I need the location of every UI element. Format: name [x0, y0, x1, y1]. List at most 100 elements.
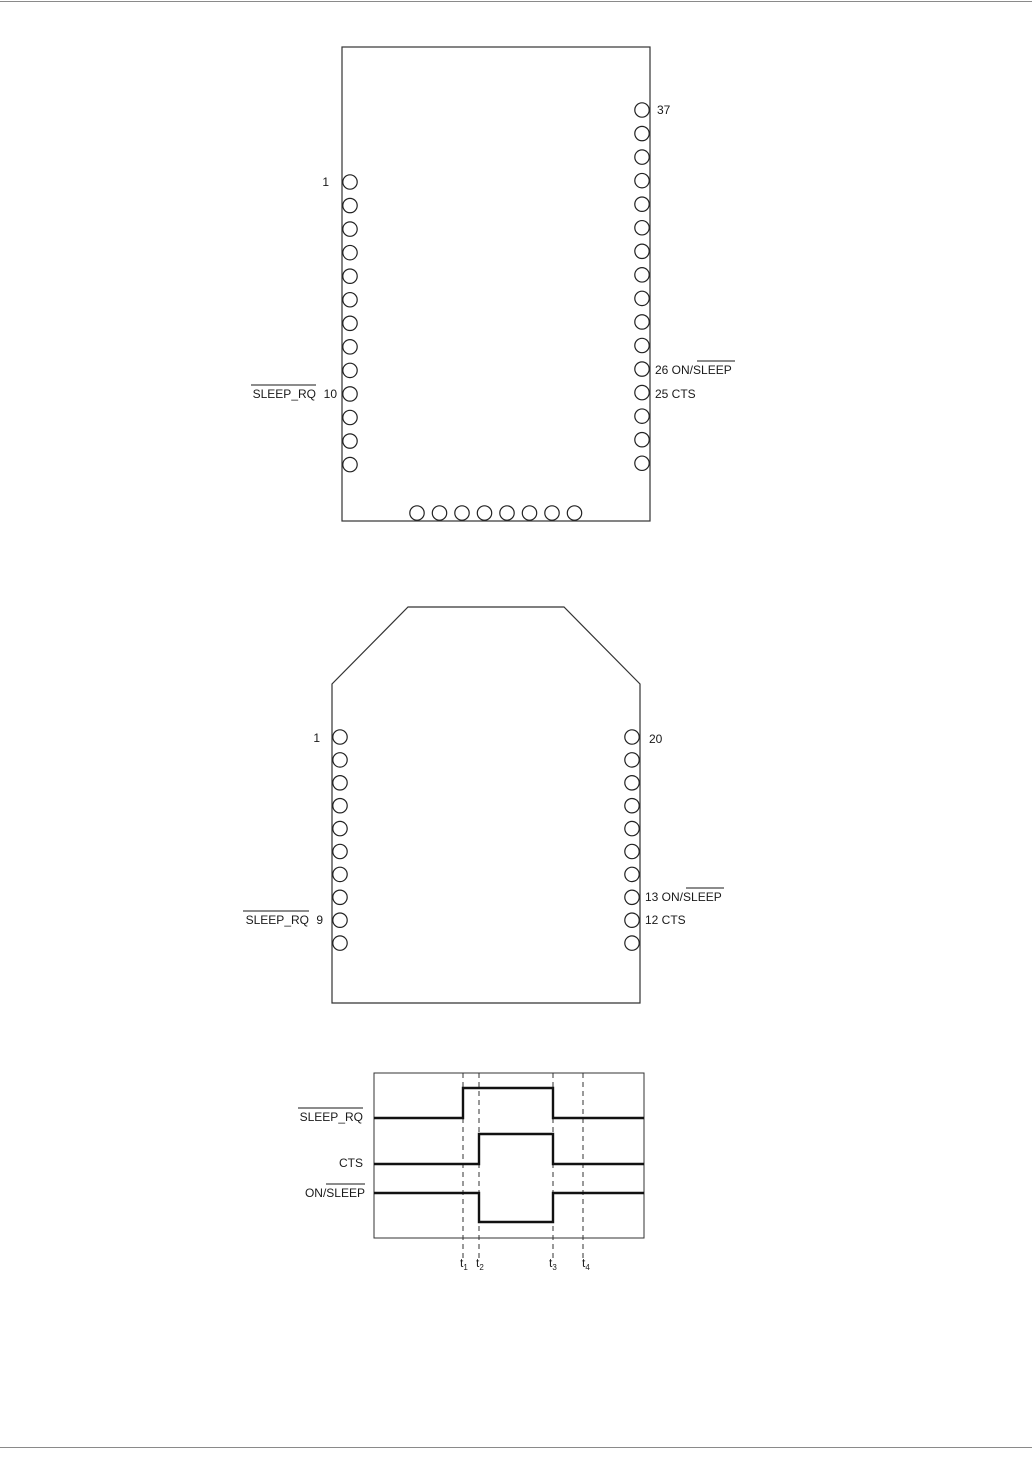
- large-right-pad-4: [635, 173, 649, 187]
- large-left-pad-12: [343, 434, 357, 448]
- large-pin-10-signal: SLEEP_RQ: [253, 387, 316, 401]
- large-right-pad-6: [635, 221, 649, 235]
- large-left-pad-5: [343, 269, 357, 283]
- large-bottom-pad-3: [455, 506, 469, 520]
- module-small: 1 20 9 SLEEP_RQ 13 ON/SLEEP 12 CTS: [243, 607, 724, 1003]
- timing-diagram: SLEEP_RQ CTS ON/SLEEP t1 t2 t3 t4: [298, 1073, 644, 1272]
- large-right-pad-8: [635, 268, 649, 282]
- large-pin-1-label: 1: [322, 175, 329, 189]
- on-sleep-waveform: [374, 1193, 644, 1222]
- small-pin-1-label: 1: [313, 731, 320, 745]
- large-left-pad-7: [343, 316, 357, 330]
- large-right-pad-5: [635, 197, 649, 211]
- small-left-pad-1: [333, 730, 347, 744]
- t1-label: t1: [460, 1256, 468, 1272]
- large-left-pad-1: [343, 175, 357, 189]
- cts-waveform: [374, 1134, 644, 1164]
- module-large-left-pins: [343, 175, 357, 472]
- small-left-pad-9: [333, 913, 347, 927]
- large-right-pad-10: [635, 315, 649, 329]
- large-right-pad-9: [635, 291, 649, 305]
- small-right-pad-8: [625, 890, 639, 904]
- small-pin-12-label: 12 CTS: [645, 913, 686, 927]
- large-pin-26-signal: SLEEP: [693, 363, 732, 377]
- large-bottom-pad-8: [567, 506, 581, 520]
- small-right-pad-3: [625, 776, 639, 790]
- large-bottom-pad-1: [410, 506, 424, 520]
- small-right-pad-1: [625, 730, 639, 744]
- small-left-pad-8: [333, 890, 347, 904]
- large-left-pad-8: [343, 340, 357, 354]
- signal-on-sleep-prefix: ON/: [305, 1186, 327, 1200]
- timing-frame: [374, 1073, 644, 1238]
- module-small-right-pins: [625, 730, 639, 951]
- module-small-left-pins: [333, 730, 347, 951]
- large-left-pad-11: [343, 410, 357, 424]
- large-left-pad-9: [343, 363, 357, 377]
- large-right-pad-16: [635, 456, 649, 470]
- small-left-pad-5: [333, 821, 347, 835]
- module-large-right-pins: [635, 103, 649, 471]
- small-right-pad-10: [625, 936, 639, 950]
- large-right-pad-13: [635, 385, 649, 399]
- t4-label: t4: [582, 1256, 590, 1272]
- large-left-pad-2: [343, 198, 357, 212]
- signal-cts-label: CTS: [339, 1156, 363, 1170]
- large-right-pad-11: [635, 338, 649, 352]
- large-pin-26-text: 26 ON/SLEEP: [655, 363, 732, 377]
- t4-index: 4: [585, 1263, 590, 1272]
- small-left-pad-4: [333, 799, 347, 813]
- large-pin-25-label: 25 CTS: [655, 387, 696, 401]
- large-left-pad-4: [343, 245, 357, 259]
- large-pin-26-label: 26 ON/: [655, 363, 694, 377]
- large-pin-37-label: 37: [657, 103, 671, 117]
- module-large-bottom-pins: [410, 506, 582, 520]
- sleep-rq-waveform: [374, 1088, 644, 1118]
- module-small-outline: [332, 607, 640, 1003]
- large-bottom-pad-6: [522, 506, 536, 520]
- small-left-pad-2: [333, 753, 347, 767]
- small-right-pad-6: [625, 844, 639, 858]
- small-pin-13-text: 13 ON/SLEEP: [645, 890, 722, 904]
- large-right-pad-3: [635, 150, 649, 164]
- large-pin-10-label: 10: [324, 387, 338, 401]
- large-left-pad-13: [343, 457, 357, 471]
- small-right-pad-5: [625, 821, 639, 835]
- large-bottom-pad-2: [432, 506, 446, 520]
- small-left-pad-7: [333, 867, 347, 881]
- signal-sleep-rq-label: SLEEP_RQ: [300, 1110, 363, 1124]
- large-right-pad-14: [635, 409, 649, 423]
- module-large: 1 37 10 SLEEP_RQ 26 ON/SLEEP 25 CTS: [251, 47, 735, 521]
- large-right-pad-12: [635, 362, 649, 376]
- small-right-pad-2: [625, 753, 639, 767]
- small-pin-20-label: 20: [649, 732, 663, 746]
- t2-index: 2: [479, 1263, 484, 1272]
- small-right-pad-9: [625, 913, 639, 927]
- t2-label: t2: [476, 1256, 484, 1272]
- large-right-pad-15: [635, 433, 649, 447]
- large-left-pad-6: [343, 293, 357, 307]
- small-pin-13-label: 13 ON/: [645, 890, 684, 904]
- large-right-pad-1: [635, 103, 649, 117]
- small-pin-9-signal: SLEEP_RQ: [246, 913, 309, 927]
- module-large-outline: [342, 47, 650, 521]
- small-pin-13-signal: SLEEP: [683, 890, 722, 904]
- large-left-pad-10: [343, 387, 357, 401]
- small-right-pad-4: [625, 799, 639, 813]
- large-left-pad-3: [343, 222, 357, 236]
- signal-on-sleep-text: ON/SLEEP: [305, 1186, 365, 1200]
- large-bottom-pad-7: [545, 506, 559, 520]
- small-left-pad-6: [333, 844, 347, 858]
- small-left-pad-3: [333, 776, 347, 790]
- large-right-pad-7: [635, 244, 649, 258]
- t3-index: 3: [552, 1263, 557, 1272]
- t1-index: 1: [463, 1263, 468, 1272]
- t3-label: t3: [549, 1256, 557, 1272]
- large-bottom-pad-4: [477, 506, 491, 520]
- small-right-pad-7: [625, 867, 639, 881]
- large-bottom-pad-5: [500, 506, 514, 520]
- small-left-pad-10: [333, 936, 347, 950]
- large-right-pad-2: [635, 126, 649, 140]
- small-pin-9-label: 9: [316, 913, 323, 927]
